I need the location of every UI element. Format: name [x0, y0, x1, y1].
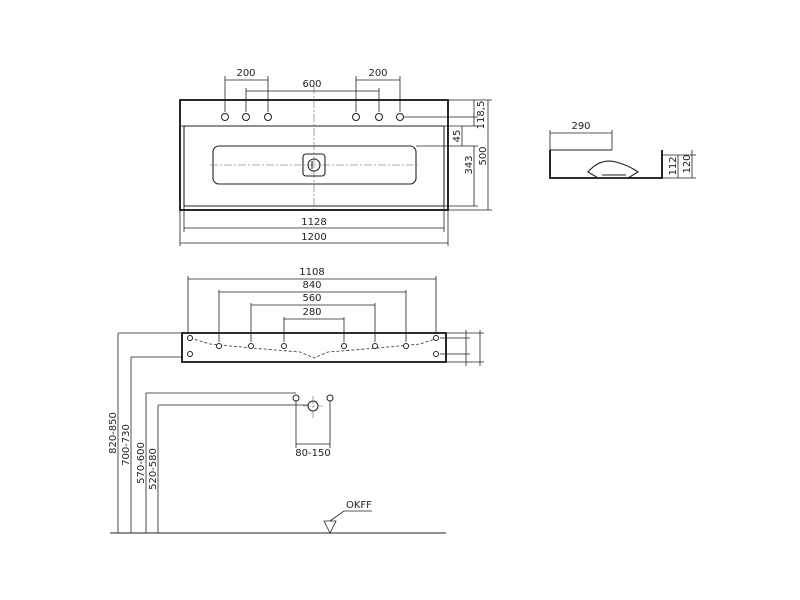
tap-hole [264, 113, 272, 121]
tap-hole [433, 335, 439, 341]
height-leaders [117, 332, 313, 533]
dim-text-560: 560 [302, 293, 321, 304]
dim-text-1128: 1128 [301, 217, 326, 228]
dim-text-290: 290 [571, 121, 590, 132]
dim-text-600: 600 [302, 79, 321, 90]
dim-text-200-right: 200 [368, 68, 387, 79]
dim-text-80-150: 80-150 [295, 448, 330, 459]
tap-hole [375, 113, 383, 121]
front-view-bowl-hidden [189, 337, 439, 359]
front-view-holes [187, 335, 439, 357]
tap-hole [396, 113, 404, 121]
drain-icon [307, 158, 321, 172]
pipe-hole [292, 394, 300, 402]
floor-marker [323, 520, 337, 534]
dim-text-1108: 1108 [299, 267, 324, 278]
dim-text-820-850: 820-850 [108, 412, 119, 454]
tap-hole [248, 343, 254, 349]
dim-text-500: 500 [478, 146, 489, 165]
top-view: 200 200 600 118,5 45 343 500 1128 1200 [179, 68, 492, 246]
pipe-connection [292, 394, 334, 448]
tap-hole [187, 335, 193, 341]
front-view: 1108 840 560 280 820-850 700-730 570-600… [108, 267, 484, 534]
dim-text-1200: 1200 [301, 232, 326, 243]
dim-text-280: 280 [302, 307, 321, 318]
side-view: 290 112 120 [549, 121, 696, 179]
tap-hole [221, 113, 229, 121]
side-view-outline [549, 150, 663, 179]
dim-text-118: 118,5 [476, 101, 487, 130]
tap-hole [187, 351, 193, 357]
floor-label: OKFF [346, 500, 372, 511]
tap-holes [221, 113, 404, 121]
dim-text-200-left: 200 [236, 68, 255, 79]
tap-hole [433, 351, 439, 357]
tap-hole [242, 113, 250, 121]
floor-leader [329, 510, 372, 522]
tap-hole [352, 113, 360, 121]
right-extension-lines [404, 99, 492, 211]
dim-text-120: 120 [682, 154, 693, 173]
tap-hole [341, 343, 347, 349]
tap-extension-lines [224, 76, 401, 112]
front-right-dims [440, 330, 484, 366]
tap-hole [216, 343, 222, 349]
side-view-bowl [587, 160, 639, 179]
dim-text-570-600: 570-600 [136, 442, 147, 484]
dim-text-45: 45 [452, 130, 463, 143]
dim-text-520-580: 520-580 [148, 448, 159, 490]
dim-text-840: 840 [302, 280, 321, 291]
dim-text-112: 112 [668, 156, 679, 175]
tap-hole [281, 343, 287, 349]
front-extension-lines [187, 276, 437, 342]
pipe-hole [326, 394, 334, 402]
dim-text-343: 343 [464, 155, 475, 174]
drain-square [302, 153, 326, 177]
tap-hole [372, 343, 378, 349]
dim-text-700-730: 700-730 [121, 424, 132, 466]
tap-hole [403, 343, 409, 349]
